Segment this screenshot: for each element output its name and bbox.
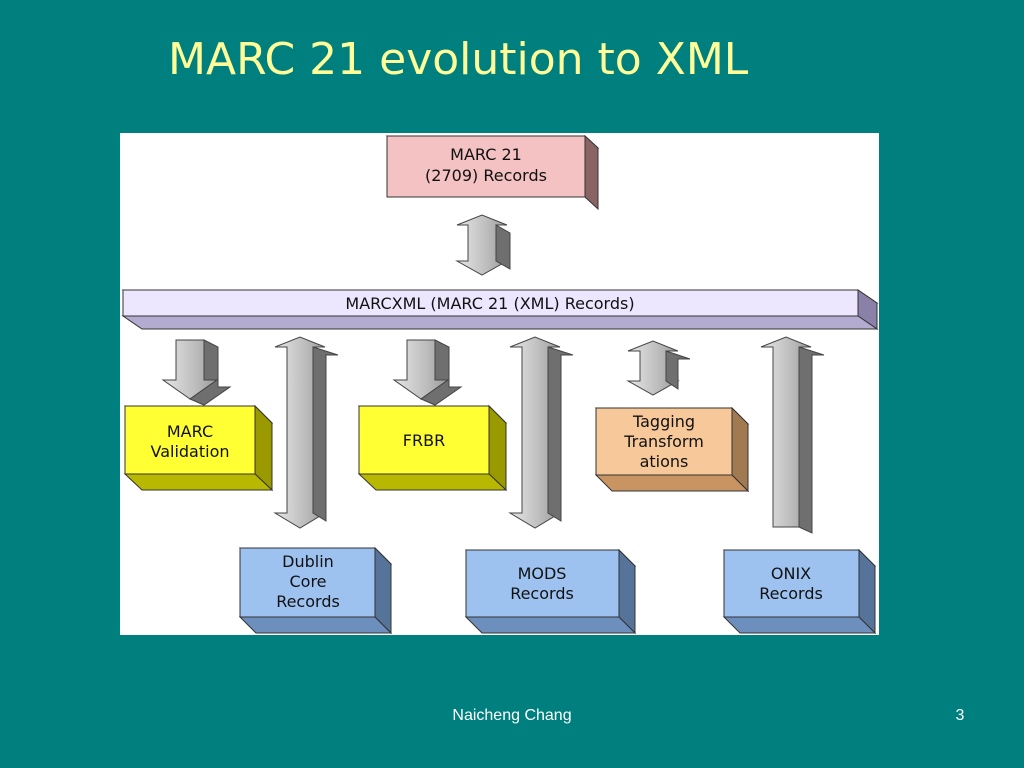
up-arrow-onix bbox=[760, 336, 825, 534]
marc21-label: MARC 21 bbox=[450, 145, 522, 164]
onix-line2: Records bbox=[759, 584, 823, 603]
onix-records-box: ONIX Records bbox=[722, 548, 877, 635]
marc21-records-label: (2709) Records bbox=[425, 166, 547, 185]
footer-author: Naicheng Chang bbox=[452, 707, 572, 724]
double-arrow-mods bbox=[508, 336, 574, 529]
diagram-svg: MARC 21 (2709) Records MARCXML (MARC 21 … bbox=[121, 134, 879, 635]
double-arrow-tagging bbox=[626, 340, 691, 396]
mods-line2: Records bbox=[510, 584, 574, 603]
marc-validation-box: MARC Validation bbox=[123, 404, 274, 492]
down-arrow-frbr bbox=[392, 339, 463, 406]
marcxml-bar: MARCXML (MARC 21 (XML) Records) bbox=[121, 289, 879, 330]
mods-line1: MODS bbox=[518, 564, 567, 583]
dublin-core-records-box: Dublin Core Records bbox=[238, 546, 393, 635]
onix-line1: ONIX bbox=[771, 564, 811, 583]
dublin-line1: Dublin bbox=[282, 552, 334, 571]
validation-line2: Validation bbox=[150, 442, 229, 461]
mods-records-box: MODS Records bbox=[464, 548, 637, 635]
slide-title: MARC 21 evolution to XML bbox=[168, 34, 749, 85]
tagging-line2: Transform bbox=[623, 432, 704, 451]
marc21-records-box: MARC 21 (2709) Records bbox=[385, 134, 600, 211]
marcxml-label: MARCXML (MARC 21 (XML) Records) bbox=[345, 294, 634, 313]
frbr-box: FRBR bbox=[357, 404, 508, 492]
tagging-transformations-box: Tagging Transform ations bbox=[594, 406, 750, 493]
tagging-line3: ations bbox=[640, 452, 689, 471]
dublin-line2: Core bbox=[289, 572, 326, 591]
double-arrow-dublin-core bbox=[273, 336, 339, 529]
page-number: 3 bbox=[955, 707, 965, 724]
tagging-line1: Tagging bbox=[632, 412, 695, 431]
down-arrow-validation bbox=[161, 339, 232, 406]
frbr-label: FRBR bbox=[403, 431, 445, 450]
double-arrow-marc21-marcxml bbox=[455, 214, 511, 276]
dublin-line3: Records bbox=[276, 592, 340, 611]
validation-line1: MARC bbox=[167, 422, 213, 441]
diagram-panel: MARC 21 (2709) Records MARCXML (MARC 21 … bbox=[120, 133, 879, 635]
